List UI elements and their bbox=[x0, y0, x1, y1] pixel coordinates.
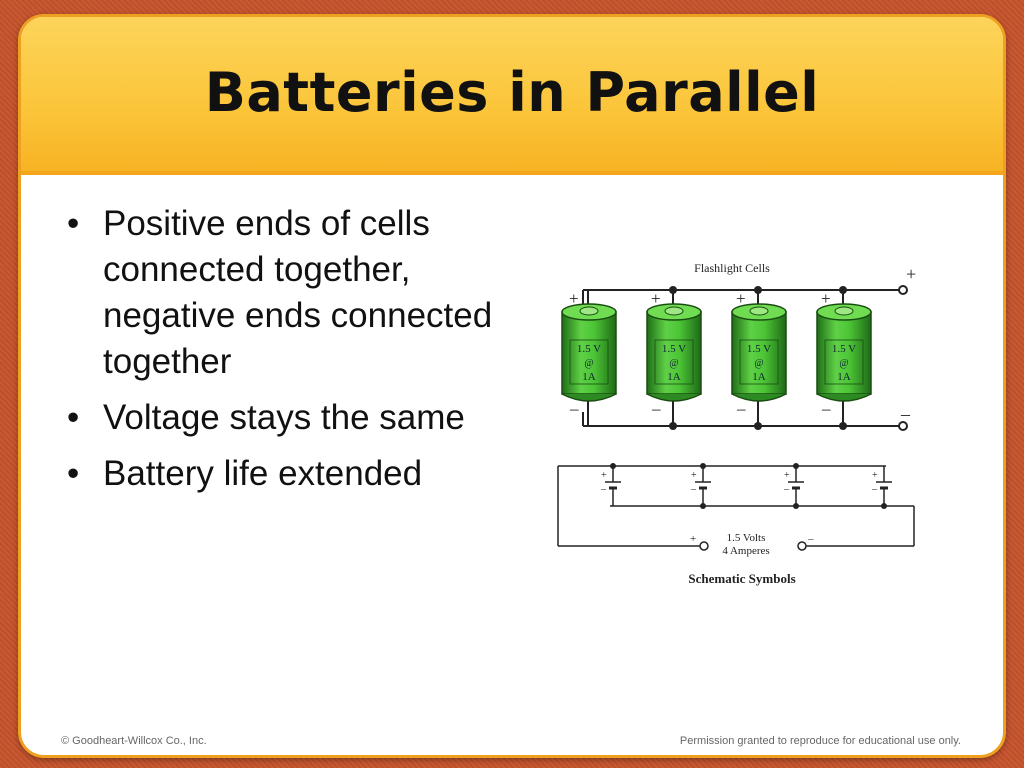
footer-copyright: © Goodheart-Willcox Co., Inc. bbox=[61, 735, 207, 747]
cell-at-label: @ bbox=[669, 358, 678, 369]
battery-cell: 1.5 V @ 1A + – bbox=[561, 289, 617, 426]
cell-label-panel bbox=[739, 339, 779, 385]
cell-plus-sign: + bbox=[569, 289, 579, 308]
symbol-plus: + bbox=[872, 470, 878, 481]
junction-dot bbox=[839, 286, 847, 294]
junction-dot bbox=[793, 503, 799, 509]
bullet-text: Battery life extended bbox=[103, 454, 423, 493]
cell-cap bbox=[579, 306, 599, 316]
footer-permission: Permission granted to reproduce for educ… bbox=[679, 735, 961, 747]
junction-dot bbox=[700, 503, 706, 509]
bullet-item: • Positive ends of cells connected togeth… bbox=[61, 201, 521, 385]
cell-voltage-label: 1.5 V bbox=[832, 343, 856, 355]
cell-current-label: 1A bbox=[752, 371, 766, 383]
negative-terminal bbox=[898, 421, 908, 431]
battery-cell: 1.5 V @ 1A + – bbox=[816, 286, 872, 430]
cell-cap bbox=[749, 306, 769, 316]
bullet-item: • Battery life extended bbox=[61, 451, 521, 497]
cell-minus-sign: – bbox=[736, 399, 746, 418]
junction-dot bbox=[669, 286, 677, 294]
symbol-minus: – bbox=[783, 484, 790, 495]
cell-body bbox=[731, 311, 787, 395]
cell-current-label: 1A bbox=[837, 371, 851, 383]
cell-minus-sign: – bbox=[651, 399, 661, 418]
cell-voltage-label: 1.5 V bbox=[662, 343, 686, 355]
title-bar: Batteries in Parallel bbox=[21, 17, 1003, 175]
cell-current-label: 1A bbox=[582, 371, 596, 383]
schematic-negative-terminal bbox=[797, 541, 807, 551]
schematic-cell-symbol: + – bbox=[871, 466, 892, 509]
schematic-positive-terminal bbox=[699, 541, 709, 551]
output-minus-sign: – bbox=[900, 404, 911, 424]
output-current-label: 4 Amperes bbox=[722, 545, 769, 557]
cell-current-label: 1A bbox=[667, 371, 681, 383]
battery-cell: 1.5 V @ 1A + – bbox=[646, 286, 702, 430]
bullet-list: • Positive ends of cells connected togeth… bbox=[61, 201, 521, 507]
cell-minus-sign: – bbox=[821, 399, 831, 418]
cell-at-label: @ bbox=[754, 358, 763, 369]
schematic-cell-symbol: + – bbox=[783, 463, 804, 509]
battery-cell: 1.5 V @ 1A + – bbox=[731, 286, 787, 430]
output-plus-sign: + bbox=[906, 264, 916, 284]
cell-label-panel bbox=[824, 339, 864, 385]
symbol-plus: + bbox=[601, 470, 607, 481]
schematic-symbols-title: Schematic Symbols bbox=[688, 571, 795, 586]
cell-label-panel bbox=[654, 339, 694, 385]
junction-dot bbox=[881, 503, 887, 509]
cell-plus-sign: + bbox=[736, 289, 746, 308]
schematic-minus-sign: – bbox=[807, 533, 814, 545]
cell-label-panel bbox=[569, 339, 609, 385]
schematic-diagram: + – + – + – bbox=[557, 463, 915, 586]
cell-cap bbox=[664, 306, 684, 316]
positive-terminal bbox=[898, 285, 908, 295]
schematic-cell-symbol: + – bbox=[600, 463, 621, 506]
parallel-battery-diagram: Flashlight Cells + – 1.5 V @ 1A + – bbox=[557, 261, 916, 586]
flashlight-cells-title: Flashlight Cells bbox=[694, 261, 770, 275]
symbol-plus: + bbox=[784, 470, 790, 481]
slide-title: Batteries in Parallel bbox=[204, 61, 820, 124]
schematic-plus-sign: + bbox=[690, 533, 696, 545]
slide: Batteries in Parallel • Positive ends of … bbox=[18, 14, 1006, 758]
schematic-cell-symbol: + – bbox=[690, 463, 711, 509]
cell-body bbox=[646, 311, 702, 395]
cell-plus-sign: + bbox=[821, 289, 831, 308]
bullet-dot: • bbox=[67, 398, 80, 437]
junction-dot bbox=[754, 422, 762, 430]
cell-plus-sign: + bbox=[651, 289, 661, 308]
bullet-dot: • bbox=[67, 454, 80, 493]
symbol-minus: – bbox=[871, 484, 878, 495]
bullet-dot: • bbox=[67, 204, 80, 243]
bullet-item: • Voltage stays the same bbox=[61, 395, 521, 441]
symbol-plus: + bbox=[691, 470, 697, 481]
bullet-text: Voltage stays the same bbox=[103, 398, 465, 437]
junction-dot bbox=[839, 422, 847, 430]
cell-bottom bbox=[816, 393, 872, 402]
cell-at-label: @ bbox=[584, 358, 593, 369]
output-voltage-label: 1.5 Volts bbox=[727, 532, 766, 544]
junction-dot bbox=[669, 422, 677, 430]
bullet-text: Positive ends of cells connected togethe… bbox=[103, 204, 493, 381]
cell-bottom bbox=[561, 393, 617, 402]
symbol-minus: – bbox=[600, 484, 607, 495]
cell-cap bbox=[834, 306, 854, 316]
cell-body bbox=[816, 311, 872, 395]
cell-at-label: @ bbox=[839, 358, 848, 369]
symbol-minus: – bbox=[690, 484, 697, 495]
cell-voltage-label: 1.5 V bbox=[577, 343, 601, 355]
cell-minus-sign: – bbox=[569, 399, 579, 418]
junction-dot bbox=[754, 286, 762, 294]
cell-bottom bbox=[646, 393, 702, 402]
cell-bottom bbox=[731, 393, 787, 402]
cell-voltage-label: 1.5 V bbox=[747, 343, 771, 355]
